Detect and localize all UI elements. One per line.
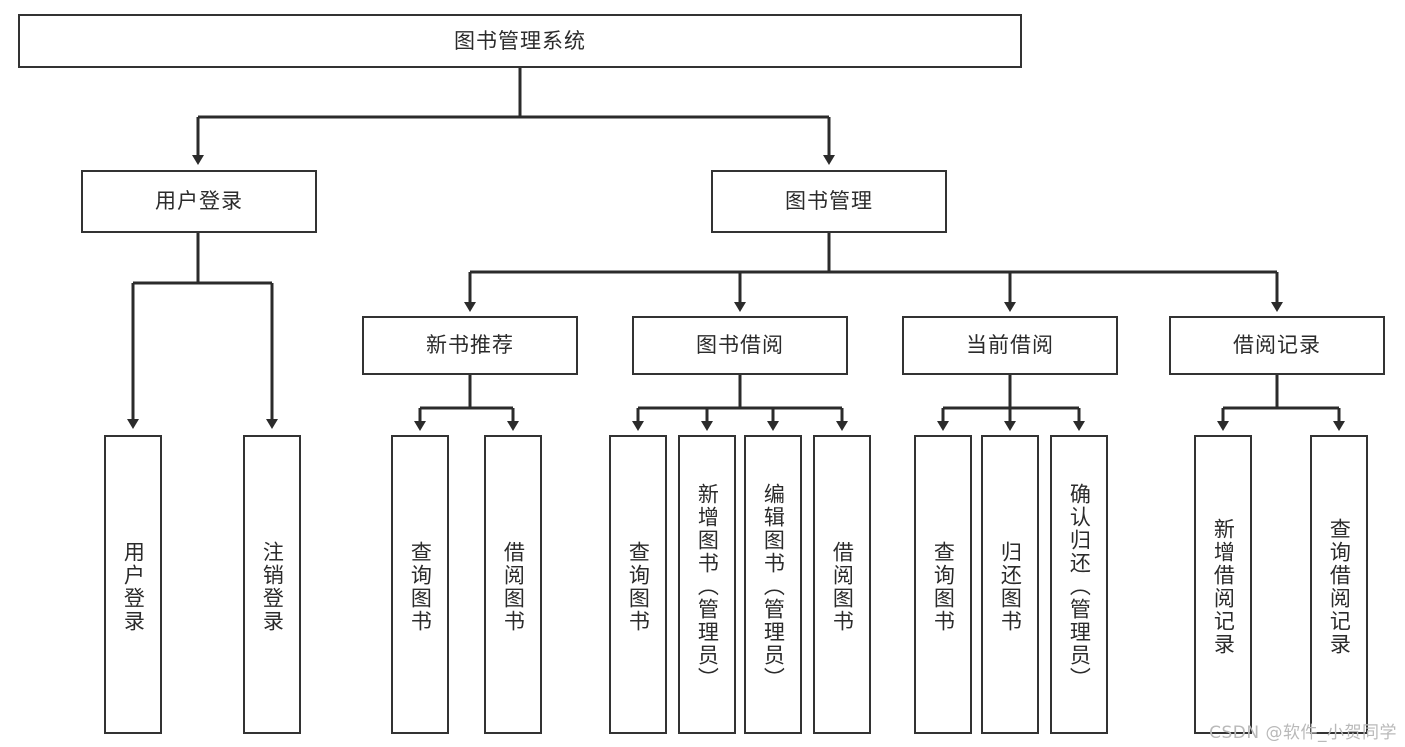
node-leaf-add-book-label: 新增图书（管理员） [695,483,720,690]
node-leaf-return-book[interactable]: 归还图书 [981,435,1039,734]
node-new-book-recommend-label: 新书推荐 [426,333,514,358]
node-leaf-query-book-1-label: 查询图书 [408,540,433,633]
node-leaf-borrow-book-1-label: 借阅图书 [501,540,526,633]
node-leaf-query-record-label: 查询借阅记录 [1327,517,1352,656]
node-leaf-borrow-book-2-label: 借阅图书 [830,540,855,633]
node-leaf-user-logout-label: 注销登录 [260,540,285,633]
node-borrow-record-label: 借阅记录 [1233,333,1321,358]
node-book-management-label: 图书管理 [785,189,873,214]
node-leaf-add-book[interactable]: 新增图书（管理员） [678,435,736,734]
node-leaf-add-record-label: 新增借阅记录 [1211,517,1236,656]
node-leaf-user-login[interactable]: 用户登录 [104,435,162,734]
node-root-label: 图书管理系统 [454,28,586,53]
node-leaf-query-book-3[interactable]: 查询图书 [914,435,972,734]
node-book-borrow[interactable]: 图书借阅 [632,316,848,375]
node-leaf-borrow-book-1[interactable]: 借阅图书 [484,435,542,734]
node-leaf-query-book-2-label: 查询图书 [626,540,651,633]
node-current-borrow-label: 当前借阅 [966,333,1054,358]
node-root[interactable]: 图书管理系统 [18,14,1022,68]
node-leaf-query-book-3-label: 查询图书 [931,540,956,633]
node-book-management[interactable]: 图书管理 [711,170,947,233]
node-leaf-query-book-2[interactable]: 查询图书 [609,435,667,734]
node-leaf-confirm-return[interactable]: 确认归还（管理员） [1050,435,1108,734]
node-leaf-query-record[interactable]: 查询借阅记录 [1310,435,1368,734]
node-current-borrow[interactable]: 当前借阅 [902,316,1118,375]
node-leaf-edit-book[interactable]: 编辑图书（管理员） [744,435,802,734]
node-leaf-user-login-label: 用户登录 [121,540,146,633]
node-user-login[interactable]: 用户登录 [81,170,317,233]
node-book-borrow-label: 图书借阅 [696,333,784,358]
node-borrow-record[interactable]: 借阅记录 [1169,316,1385,375]
node-user-login-label: 用户登录 [155,189,243,214]
node-leaf-add-record[interactable]: 新增借阅记录 [1194,435,1252,734]
node-new-book-recommend[interactable]: 新书推荐 [362,316,578,375]
node-leaf-return-book-label: 归还图书 [998,540,1023,633]
node-leaf-query-book-1[interactable]: 查询图书 [391,435,449,734]
node-leaf-user-logout[interactable]: 注销登录 [243,435,301,734]
watermark-text: CSDN @软件_小贺同学 [1209,723,1397,743]
node-leaf-confirm-return-label: 确认归还（管理员） [1067,483,1092,690]
node-leaf-borrow-book-2[interactable]: 借阅图书 [813,435,871,734]
node-leaf-edit-book-label: 编辑图书（管理员） [761,483,786,690]
